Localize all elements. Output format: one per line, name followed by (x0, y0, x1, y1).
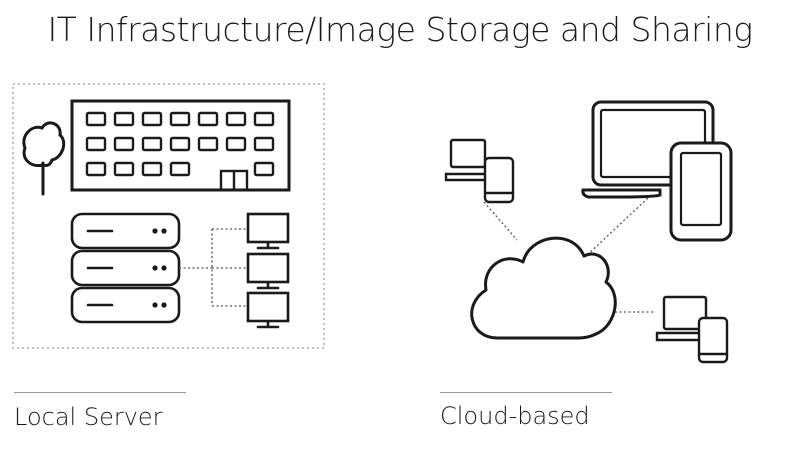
diagram-title: IT Infrastructure/Image Storage and Shar… (47, 10, 753, 49)
server-unit-icon (70, 249, 181, 287)
local-caption-divider (14, 392, 186, 393)
laptop-phone-icon (444, 138, 515, 204)
cloud-caption-divider (440, 392, 612, 393)
building-door-icon (219, 169, 249, 192)
workstation-monitor-icon (246, 291, 290, 329)
local-server-panel (12, 83, 325, 349)
local-server-caption: Local Server (14, 403, 163, 431)
cloud-based-caption: Cloud-based (440, 402, 590, 430)
server-unit-icon (70, 212, 181, 250)
server-unit-icon (70, 286, 181, 324)
server-rack-icon (70, 212, 181, 324)
workstation-monitor-icon (246, 252, 290, 290)
cloud-icon (470, 236, 617, 340)
cloud-based-panel (444, 100, 733, 364)
laptop-phone-icon (655, 295, 729, 364)
office-building-icon (70, 99, 291, 192)
local-network-links (179, 228, 246, 307)
local-network-boundary (12, 83, 325, 349)
workstation-monitor-icon (246, 212, 290, 250)
tree-icon (22, 121, 66, 196)
cloud-network-links (483, 197, 655, 313)
tablet-icon (669, 141, 733, 242)
